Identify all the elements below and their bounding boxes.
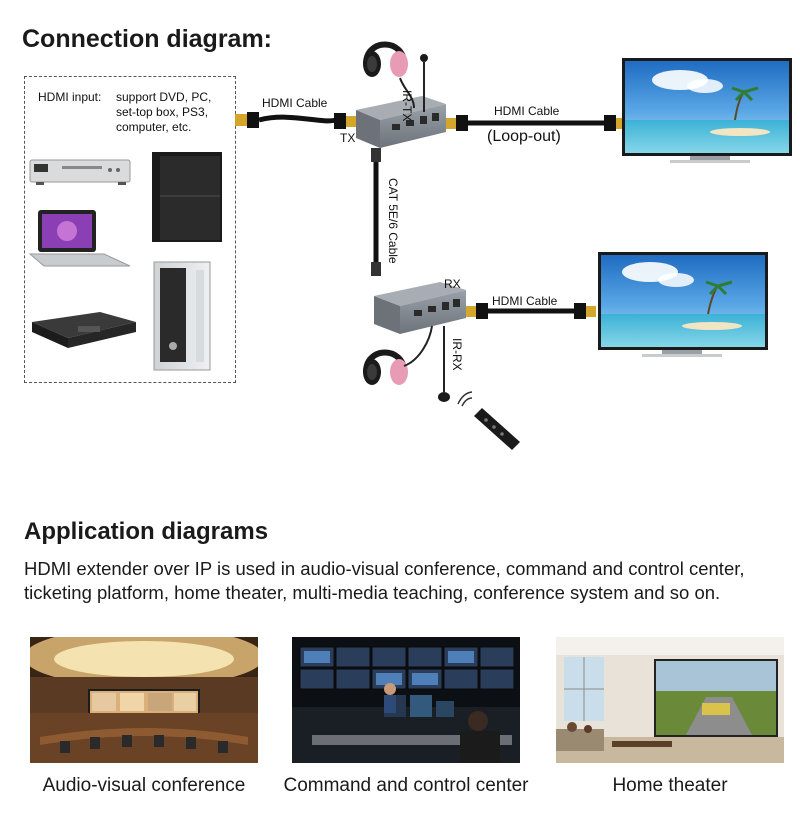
hdmi-cable-loop [446, 115, 626, 131]
connection-diagram-title: Connection diagram: [22, 25, 273, 53]
rx-extender-device [374, 282, 466, 334]
source-devices-box [24, 76, 236, 383]
caption-command-control-center: Command and control center [283, 775, 529, 796]
headphones-tx-icon [363, 41, 415, 109]
hdmi-cable-output-label: HDMI Cable [492, 294, 558, 308]
application-diagrams-title: Application diagrams [24, 518, 269, 545]
hdmi-input-note-line1: support DVD, PC, [116, 90, 212, 104]
laptop-icon [28, 210, 131, 267]
cat-cable [371, 148, 381, 276]
caption-home-theater: Home theater [612, 775, 728, 796]
pc-tower-icon [153, 261, 211, 371]
command-center-photo [292, 637, 520, 763]
ir-rx-receiver-icon [438, 326, 450, 402]
caption-audio-visual-conference: Audio-visual conference [42, 775, 246, 796]
hdmi-cable-loop-label: HDMI Cable [494, 104, 560, 118]
home-theater-photo [556, 637, 784, 763]
ir-rx-label: IR-RX [450, 338, 464, 371]
hdmi-input-note-lead: HDMI input: [38, 90, 102, 104]
hdmi-cable-input [235, 112, 356, 129]
cat-cable-label: CAT 5E/6 Cable [386, 178, 400, 264]
set-top-box-icon [32, 312, 136, 348]
hdmi-input-note-line3: computer, etc. [116, 120, 192, 134]
headphones-rx-icon [363, 325, 433, 385]
application-description-line1: HDMI extender over IP is used in audio-v… [24, 558, 745, 579]
tv-rx-icon [598, 252, 768, 357]
loop-out-label: (Loop-out) [487, 128, 561, 145]
hdmi-cable-output [466, 303, 596, 319]
ir-tx-label: IR-TX [400, 90, 414, 122]
tx-label: TX [340, 131, 356, 145]
rx-label: RX [444, 277, 461, 291]
connection-diagram-graphic [28, 41, 792, 450]
hdmi-input-note-line2: set-top box, PS3, [116, 105, 209, 119]
game-console-icon [152, 152, 222, 242]
conference-room-photo [30, 637, 258, 763]
dvd-player-icon [29, 159, 131, 185]
application-description-line2: ticketing platform, home theater, multi-… [24, 582, 721, 603]
hdmi-cable-input-label: HDMI Cable [262, 96, 328, 110]
ir-tx-emitter-icon [420, 54, 428, 112]
remote-control-icon [457, 391, 520, 450]
tv-loopout-icon [622, 58, 792, 163]
